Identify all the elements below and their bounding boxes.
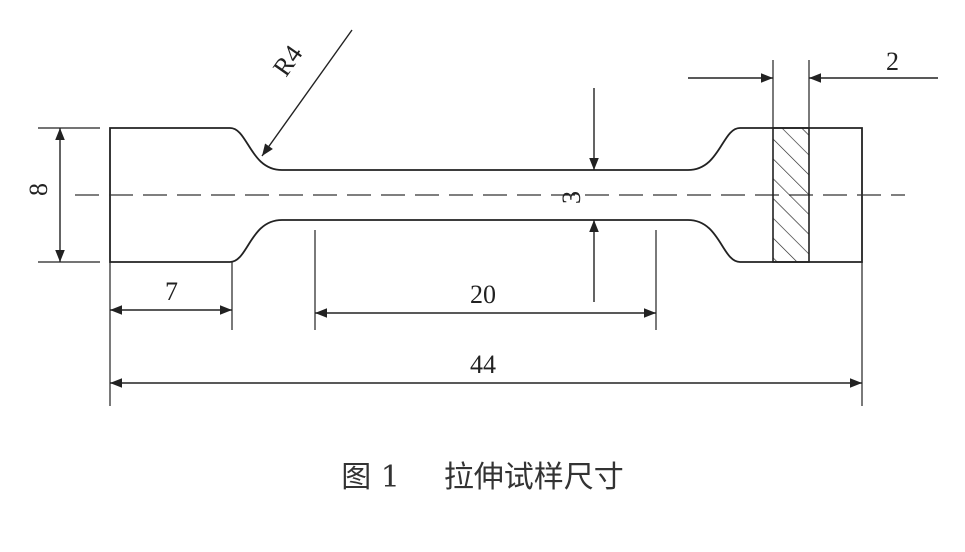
thickness-label: 2 xyxy=(886,47,899,76)
figure-number: 图 1 xyxy=(341,460,400,495)
figure-title: 拉伸试样尺寸 xyxy=(443,460,624,495)
grip-length-label: 7 xyxy=(165,277,178,306)
radius-label: R4 xyxy=(267,40,308,81)
gauge-length-label: 20 xyxy=(470,280,496,309)
gauge-width-label: 3 xyxy=(557,191,586,204)
total-length-label: 44 xyxy=(470,350,496,379)
height-label: 8 xyxy=(24,183,53,196)
figure-caption: 图 1 拉伸试样尺寸 xyxy=(0,452,965,496)
radius-leader xyxy=(261,29,353,157)
hatched-section xyxy=(772,127,810,263)
